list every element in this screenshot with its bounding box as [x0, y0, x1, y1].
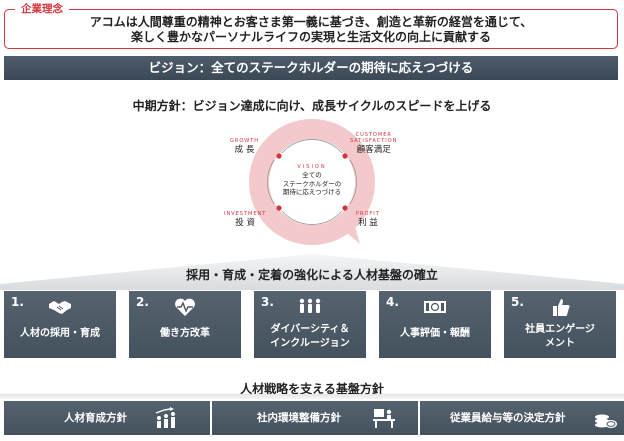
people-group-icon	[299, 298, 321, 313]
office-desk-icon	[373, 409, 395, 428]
pillar-label-line-2: インクルージョン	[270, 338, 350, 349]
growth-label: GROWTH 成 長	[230, 138, 259, 156]
vision-center: VISION 全ての ステークホルダーの 期待に応えつづける	[270, 164, 354, 197]
heart-pulse-icon	[175, 298, 195, 316]
coins-icon	[595, 414, 617, 428]
money-icon	[424, 301, 446, 313]
growth-ja: 成 長	[234, 145, 255, 155]
midterm-policy: 中期方針：ビジョン達成に向け、成長サイクルのスピードを上げる	[132, 99, 492, 113]
pillar-label-line-1: 人材の採用・育成	[20, 328, 100, 339]
pillar-diversity: 3. ダイバーシティ＆ インクルージョン	[254, 291, 366, 358]
customer-satisfaction-label: CUSTOMER SATISFACTION 顧客満足	[350, 132, 397, 156]
hr-foundation-roof	[0, 254, 624, 290]
pillar-number: 5.	[511, 295, 524, 309]
investment-ja: 投 資	[235, 218, 255, 228]
pillar-label: 社員エンゲージ メント	[506, 323, 614, 351]
growth-en: GROWTH	[230, 138, 260, 144]
pillar-evaluation: 4. 人事評価・報酬	[379, 291, 491, 358]
growth-cycle-diagram: VISION 全ての ステークホルダーの 期待に応えつづける GROWTH 成 …	[222, 118, 402, 253]
pillar-label: 人事評価・報酬	[381, 327, 489, 341]
cs-en-1: CUSTOMER	[355, 132, 392, 138]
base-environment: 社内環境整備方針	[212, 401, 418, 435]
hr-foundation-title: 採用・育成・定着の強化による人材基盤の確立	[186, 268, 438, 282]
pillar-label-line-1: 人事評価・報酬	[400, 328, 470, 339]
pillar-label-line-2: メント	[545, 338, 575, 349]
profit-en: PROFIT	[356, 211, 380, 217]
thumbs-up-icon	[553, 299, 570, 316]
pillar-label: 人材の採用・育成	[6, 327, 114, 341]
base-divider	[0, 394, 624, 399]
base-policy-title: 人材戦略を支える基盤方針	[240, 382, 384, 396]
base-compensation: 従業員給与等の決定方針	[420, 401, 624, 435]
philosophy-tag: 企業理念	[15, 2, 69, 17]
pillar-recruitment: 1. 人材の採用・育成	[4, 291, 116, 358]
philosophy-line-2: 楽しく豊かなパーソナルライフの実現と生活文化の向上に貢献する	[130, 30, 491, 44]
growth-people-icon	[155, 407, 175, 428]
profit-ja: 利 益	[358, 218, 378, 228]
investment-label: INVESTMENT 投 資	[224, 211, 266, 229]
vision-bar: ビジョン：全てのステークホルダーの期待に応えつづける	[4, 56, 618, 80]
pillar-number: 1.	[11, 295, 24, 309]
vision-center-line-2: ステークホルダーの	[282, 179, 342, 188]
investment-en: INVESTMENT	[224, 211, 267, 217]
vision-center-en: VISION	[297, 164, 327, 170]
handshake-icon	[49, 301, 71, 314]
vision-center-line-3: 期待に応えつづける	[282, 188, 342, 196]
pillar-label: 働き方改革	[131, 327, 239, 341]
cs-ja: 顧客満足	[356, 145, 391, 155]
pillar-engagement: 5. 社員エンゲージ メント	[504, 291, 616, 358]
pillar-label: ダイバーシティ＆ インクルージョン	[256, 323, 364, 351]
vision-center-line-1: 全ての	[302, 171, 322, 179]
pillar-number: 4.	[386, 295, 399, 309]
profit-label: PROFIT 利 益	[356, 211, 380, 229]
corporate-philosophy-box: 企業理念 アコムは人間尊重の精神とお客さま第一義に基づき、創造と革新の経営を通じ…	[4, 2, 618, 49]
philosophy-line-1: アコムは人間尊重の精神とお客さま第一義に基づき、創造と革新の経営を通じて、	[89, 15, 533, 29]
cs-en-2: SATISFACTION	[350, 138, 398, 144]
pillar-label-line-1: 社員エンゲージ	[525, 324, 595, 335]
pillar-label-line-1: 働き方改革	[160, 328, 210, 339]
base-label: 人材育成方針	[64, 412, 127, 424]
base-label: 従業員給与等の決定方針	[450, 412, 566, 424]
pillar-work-style: 2. 働き方改革	[129, 291, 241, 358]
pillar-number: 2.	[136, 295, 149, 309]
base-hr-development: 人材育成方針	[4, 401, 210, 435]
base-label: 社内環境整備方針	[257, 412, 341, 424]
philosophy-text: アコムは人間尊重の精神とお客さま第一義に基づき、創造と革新の経営を通じて、 楽し…	[5, 15, 617, 45]
pillar-number: 3.	[261, 295, 274, 309]
cycle-ring	[249, 119, 375, 245]
pillar-label-line-1: ダイバーシティ＆	[270, 324, 350, 335]
